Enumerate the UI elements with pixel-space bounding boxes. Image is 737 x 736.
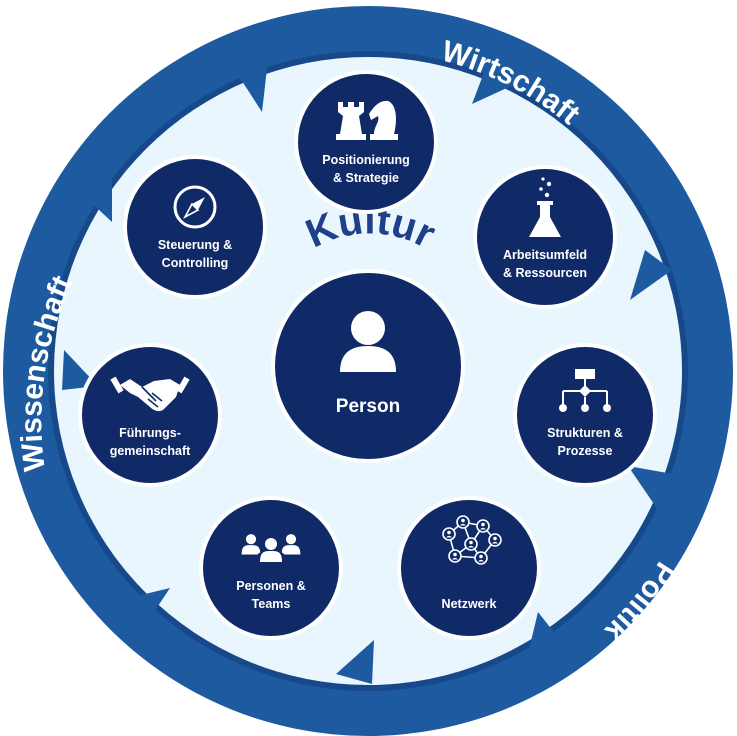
node-circle [397,496,541,640]
node-label-line2: gemeinschaft [110,444,191,458]
node-steuerung: Steuerung & Controlling [123,155,267,299]
ring-arrow [84,170,112,222]
node-label-line1: Personen & [236,579,305,593]
ring-arrow [120,588,170,624]
ring-arrow [628,466,673,510]
node-label-line1: Arbeitsumfeld [503,248,587,262]
node-label-line2: Prozesse [558,444,613,458]
node-label-line2: Teams [252,597,291,611]
node-label-line1: Führungs- [119,426,181,440]
node-circle [78,343,222,487]
node-label-line2: Controlling [162,256,229,270]
node-label-line1: Strukturen & [547,426,623,440]
node-netzwerk: Netzwerk [397,496,541,640]
node-label-line2: & Strategie [333,171,399,185]
ring-arrow [630,250,672,300]
node-label-line1: Steuerung & [158,238,232,252]
node-arbeitsumfeld: Arbeitsumfeld & Ressourcen [473,165,617,309]
node-label-line1: Netzwerk [442,597,497,611]
node-label-line1: Positionierung [322,153,410,167]
ring-arrow [336,640,374,684]
network-icon [442,515,502,565]
node-positionierung: Positionierung & Strategie [294,70,438,214]
team-icon [241,534,301,564]
chess-pieces-icon [336,100,398,140]
flask-icon [529,177,561,237]
handshake-icon [110,376,190,412]
node-circle [294,70,438,214]
ring-arrow [526,612,560,662]
org-chart-icon [559,369,611,412]
ring-arrow [472,62,520,104]
node-label-line2: & Ressourcen [503,266,587,280]
compass-icon [173,185,217,229]
node-circle [513,343,657,487]
node-personen: Personen & Teams [199,496,343,640]
person-icon [340,311,396,372]
ring-arrow [240,60,268,112]
node-circle [199,496,343,640]
center-person-label: Person [336,396,400,417]
node-fuehrung: Führungs-gemeinschaft [78,343,222,487]
node-strukturen: Strukturen & Prozesse [513,343,657,487]
center-person-node: Person [271,269,465,463]
